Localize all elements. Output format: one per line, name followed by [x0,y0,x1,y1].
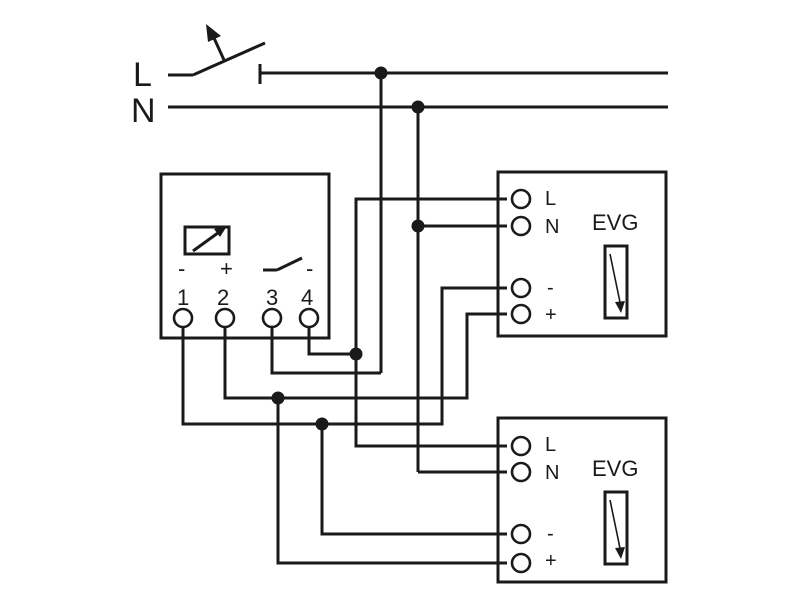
wire-terminal-3-line [270,328,381,375]
ballast-1-terminal-n [510,215,532,237]
ballast-2-terminal-minus [510,523,532,545]
potentiometer-icon [183,225,231,256]
control-unit: - + - 1 2 3 4 [159,172,331,340]
ballast-2-terminal-l [510,435,532,457]
main-switch [168,24,266,84]
ballast-1-plus-label: + [545,304,557,326]
ballast-1-n-label: N [545,216,559,238]
wire-minus-ballast-1 [181,286,507,426]
ballast-2-n-label: N [545,462,559,484]
relay-contact-icon [263,256,303,272]
terminal-1 [172,307,194,329]
junction-plus [271,391,285,405]
terminal-3 [261,307,283,329]
junction-neutral [411,100,425,114]
junction-switched [349,347,363,361]
terminal-label-3: 3 [266,285,278,310]
ballast-1-terminals [510,188,532,325]
terminal-label-2: 2 [217,285,229,310]
ballast-2-minus-label: - [547,523,554,545]
junction-minus [315,417,329,431]
terminal-label-1: 1 [177,285,189,310]
ballast-2-terminal-n [510,461,532,483]
ballast-1-terminal-plus [510,303,532,325]
ballast-1-terminal-l [510,188,532,210]
junction-neutral-ballast-1 [411,219,425,233]
wire-minus-ballast-2 [320,424,507,536]
ballast-2-title: EVG [592,456,638,481]
lamp-tube-icon [603,244,629,320]
ballast-2-terminal-plus [510,552,532,574]
terminal-label-4: 4 [301,285,313,310]
wire-switched-ballast-2 [354,354,507,448]
lamp-tube-icon [603,490,629,566]
wire-switched-ballast-1 [354,197,507,354]
wire-plus-ballast-2 [276,398,507,565]
ballast-1-l-label: L [545,188,556,210]
terminal-2 [214,307,236,329]
polarity-minus: - [178,256,185,281]
control-unit-terminals [172,307,320,329]
ballast-2-plus-label: + [545,550,557,572]
ballast-2-terminals [510,435,532,574]
junction-line [374,66,388,80]
polarity-plus: + [220,256,233,281]
line-label: L [133,56,152,94]
wire-plus-ballast-1 [223,312,507,400]
junctions [271,66,425,431]
ballast-1-title: EVG [592,210,638,235]
neutral-label: N [131,92,156,130]
contact-minus: - [306,256,313,281]
ballast-1-terminal-minus [510,277,532,299]
wire-terminal-4-switched [307,328,356,356]
ballast-1-minus-label: - [547,277,554,299]
terminal-4 [298,307,320,329]
ballast-2-l-label: L [545,434,556,456]
